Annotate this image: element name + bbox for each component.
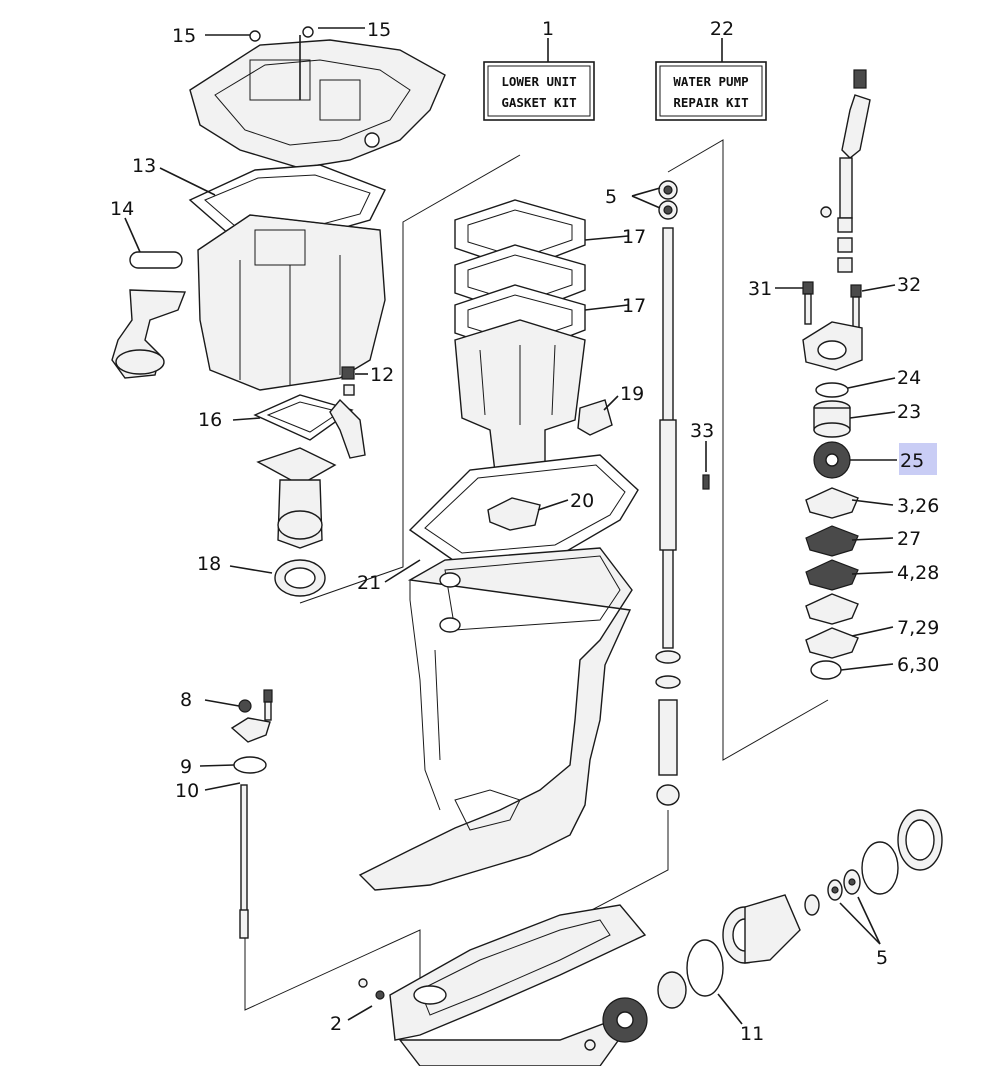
callout-24[interactable]: 24 bbox=[897, 367, 921, 389]
callout-5-top[interactable]: 5 bbox=[605, 186, 617, 208]
pinion-gear-part bbox=[602, 971, 687, 1043]
roller-bearing-part bbox=[861, 809, 943, 895]
callout-13[interactable]: 13 bbox=[132, 155, 156, 177]
leader-lines bbox=[124, 27, 897, 1025]
callout-9[interactable]: 9 bbox=[180, 756, 192, 778]
callout-27[interactable]: 27 bbox=[897, 528, 921, 550]
strainer-part bbox=[111, 289, 187, 379]
o-ring-11-part bbox=[686, 939, 724, 997]
upper-casing-part bbox=[189, 26, 446, 169]
seal-20-part bbox=[487, 497, 541, 531]
callout-17-lower[interactable]: 17 bbox=[622, 295, 646, 317]
lower-casing-part bbox=[358, 547, 633, 891]
callout-10[interactable]: 10 bbox=[175, 780, 199, 802]
lower-unit-gasket-kit-box: LOWER UNIT GASKET KIT bbox=[483, 61, 595, 121]
water-pump-kit-line1: WATER PUMP bbox=[673, 74, 748, 89]
callout-11[interactable]: 11 bbox=[740, 1023, 764, 1045]
gearcase-part bbox=[389, 904, 647, 1066]
oil-pan-part bbox=[197, 214, 386, 391]
callout-5-bottom[interactable]: 5 bbox=[876, 947, 888, 969]
callout-17-upper[interactable]: 17 bbox=[622, 226, 646, 248]
callout-25[interactable]: 25 bbox=[900, 450, 924, 472]
pump-housing-part bbox=[802, 281, 863, 371]
callout-32[interactable]: 32 bbox=[897, 274, 921, 296]
bearings-5-part bbox=[827, 869, 861, 901]
callout-25-highlight bbox=[899, 443, 937, 475]
callout-31[interactable]: 31 bbox=[748, 278, 772, 300]
washer-24-part bbox=[815, 382, 849, 398]
callout-23[interactable]: 23 bbox=[897, 401, 921, 423]
water-pump-kit-line2: REPAIR KIT bbox=[673, 95, 748, 110]
driveshaft-part bbox=[655, 180, 710, 806]
small-bolts-part bbox=[358, 978, 596, 1051]
lower-unit-kit-line2: GASKET KIT bbox=[501, 95, 576, 110]
callout-8[interactable]: 8 bbox=[180, 689, 192, 711]
water-pump-repair-kit-box: WATER PUMP REPAIR KIT bbox=[655, 61, 767, 121]
callout-labels: 1 22 15 15 13 14 12 16 18 21 5 17 17 19 … bbox=[110, 18, 939, 1045]
callout-4-28[interactable]: 4,28 bbox=[897, 562, 939, 584]
damper-19-part bbox=[577, 399, 613, 436]
insert-23-part bbox=[813, 400, 851, 438]
callout-15-left[interactable]: 15 bbox=[172, 25, 196, 47]
callout-15-right[interactable]: 15 bbox=[367, 19, 391, 41]
callout-33[interactable]: 33 bbox=[690, 420, 714, 442]
callout-22[interactable]: 22 bbox=[710, 18, 734, 40]
impeller-25-part bbox=[813, 441, 851, 479]
pump-plates-part bbox=[805, 487, 859, 680]
exhaust-guide-part bbox=[454, 319, 586, 473]
callout-16[interactable]: 16 bbox=[198, 409, 222, 431]
shift-rod-part bbox=[230, 689, 273, 939]
callout-1[interactable]: 1 bbox=[542, 18, 554, 40]
callout-18[interactable]: 18 bbox=[197, 553, 221, 575]
callout-19[interactable]: 19 bbox=[620, 383, 644, 405]
gasket-14-part bbox=[129, 251, 183, 269]
lower-unit-kit-line1: LOWER UNIT bbox=[501, 74, 576, 89]
callout-20[interactable]: 20 bbox=[570, 490, 594, 512]
oil-seal-18-part bbox=[274, 559, 326, 597]
callout-21[interactable]: 21 bbox=[357, 572, 381, 594]
prop-shaft-housing-part bbox=[722, 894, 820, 964]
callout-2[interactable]: 2 bbox=[330, 1013, 342, 1035]
plug-12-part bbox=[341, 366, 355, 396]
callout-6-30[interactable]: 6,30 bbox=[897, 654, 939, 676]
group-bracket-lines bbox=[244, 139, 829, 1011]
water-tube-part bbox=[820, 69, 871, 273]
callout-7-29[interactable]: 7,29 bbox=[897, 617, 939, 639]
exhaust-manifold-part bbox=[256, 447, 337, 549]
callout-14[interactable]: 14 bbox=[110, 198, 134, 220]
callout-3-26[interactable]: 3,26 bbox=[897, 495, 939, 517]
callout-12[interactable]: 12 bbox=[370, 364, 394, 386]
exhaust-elbow-part bbox=[329, 398, 366, 459]
